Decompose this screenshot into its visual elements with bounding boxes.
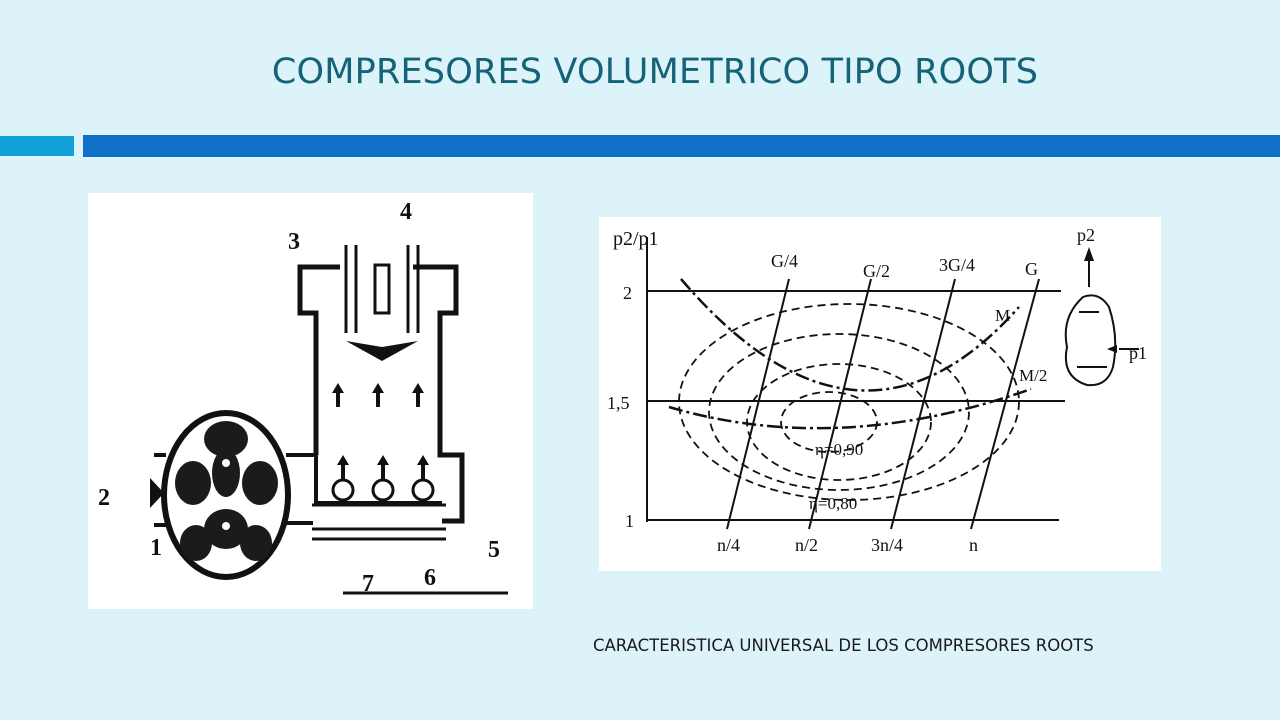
- diagram-label-1: 1: [150, 535, 162, 561]
- flow-label-g4: G/4: [771, 251, 798, 271]
- slide-title: COMPRESORES VOLUMETRICO TIPO ROOTS: [271, 52, 1039, 92]
- torque-label-m2: M/2: [1019, 366, 1047, 385]
- diagram-label-6: 6: [424, 565, 436, 591]
- x-tick-n4: n/4: [717, 535, 740, 555]
- inset-label-p1: p1: [1129, 343, 1147, 363]
- flow-label-3g4: 3G/4: [939, 255, 975, 275]
- y-tick-1: 1: [625, 511, 634, 531]
- accent-bar-long: [83, 135, 1280, 157]
- universal-characteristic-chart: p2/p1 2 1,5 1 n/4 n/2 3n/4 n G/4 G/2 3G/…: [599, 217, 1161, 571]
- efficiency-label-080: η=0,80: [809, 494, 857, 513]
- diagram-label-2: 2: [98, 485, 110, 511]
- accent-bar-short: [0, 136, 74, 156]
- x-tick-n: n: [969, 535, 978, 555]
- diagram-label-3: 3: [288, 229, 300, 255]
- torque-label-m: M: [995, 306, 1010, 325]
- efficiency-label-090: η=0,90: [815, 440, 863, 459]
- diagram-label-5: 5: [488, 537, 500, 563]
- x-tick-3n4: 3n/4: [871, 535, 903, 555]
- flow-label-g2: G/2: [863, 261, 890, 281]
- diagram-label-4: 4: [400, 199, 412, 225]
- y-tick-1-5: 1,5: [607, 393, 630, 413]
- y-axis-label: p2/p1: [613, 228, 659, 250]
- inset-label-p2: p2: [1077, 225, 1095, 245]
- x-tick-n2: n/2: [795, 535, 818, 555]
- roots-mechanism-diagram: 1 2 3 4 5 6 7: [88, 193, 533, 609]
- chart-caption: CARACTERISTICA UNIVERSAL DE LOS COMPRESO…: [593, 636, 1094, 655]
- y-tick-2: 2: [623, 283, 632, 303]
- diagram-label-7: 7: [362, 571, 374, 597]
- flow-label-g: G: [1025, 259, 1038, 279]
